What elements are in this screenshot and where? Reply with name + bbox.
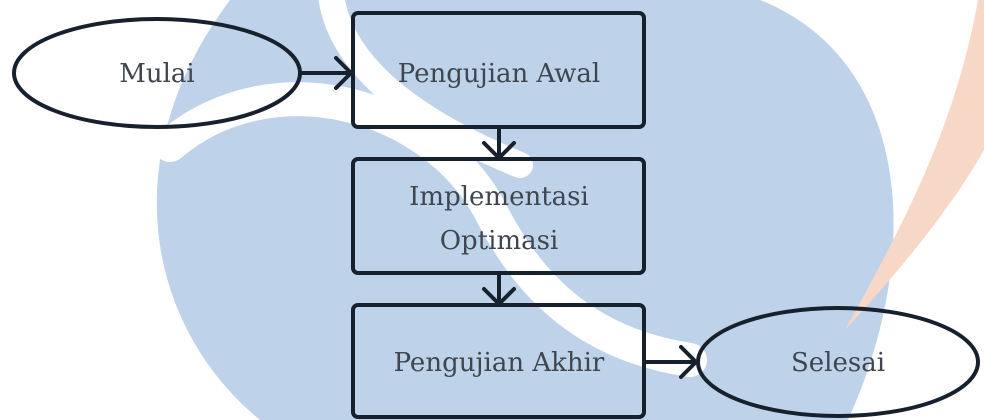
implementation-label-line-2: Optimasi [440, 226, 559, 256]
implementation-label-line-1: Implementasi [409, 182, 589, 212]
start-label: Mulai [119, 59, 195, 89]
watermark-white-curve-bottom [108, 268, 252, 420]
initial-test-label: Pengujian Awal [398, 59, 600, 89]
end-ellipse [696, 306, 980, 418]
final-test-label: Pengujian Akhir [394, 348, 605, 378]
end-label: Selesai [791, 348, 885, 378]
watermark-logo [108, 0, 984, 420]
watermark-peach-shape [845, 0, 984, 330]
end-node: Selesai [696, 306, 980, 418]
implementation-node: Implementasi Optimasi [351, 157, 646, 275]
watermark-white-curve-left [153, 82, 707, 377]
watermark-white-curve-right [318, 0, 533, 178]
